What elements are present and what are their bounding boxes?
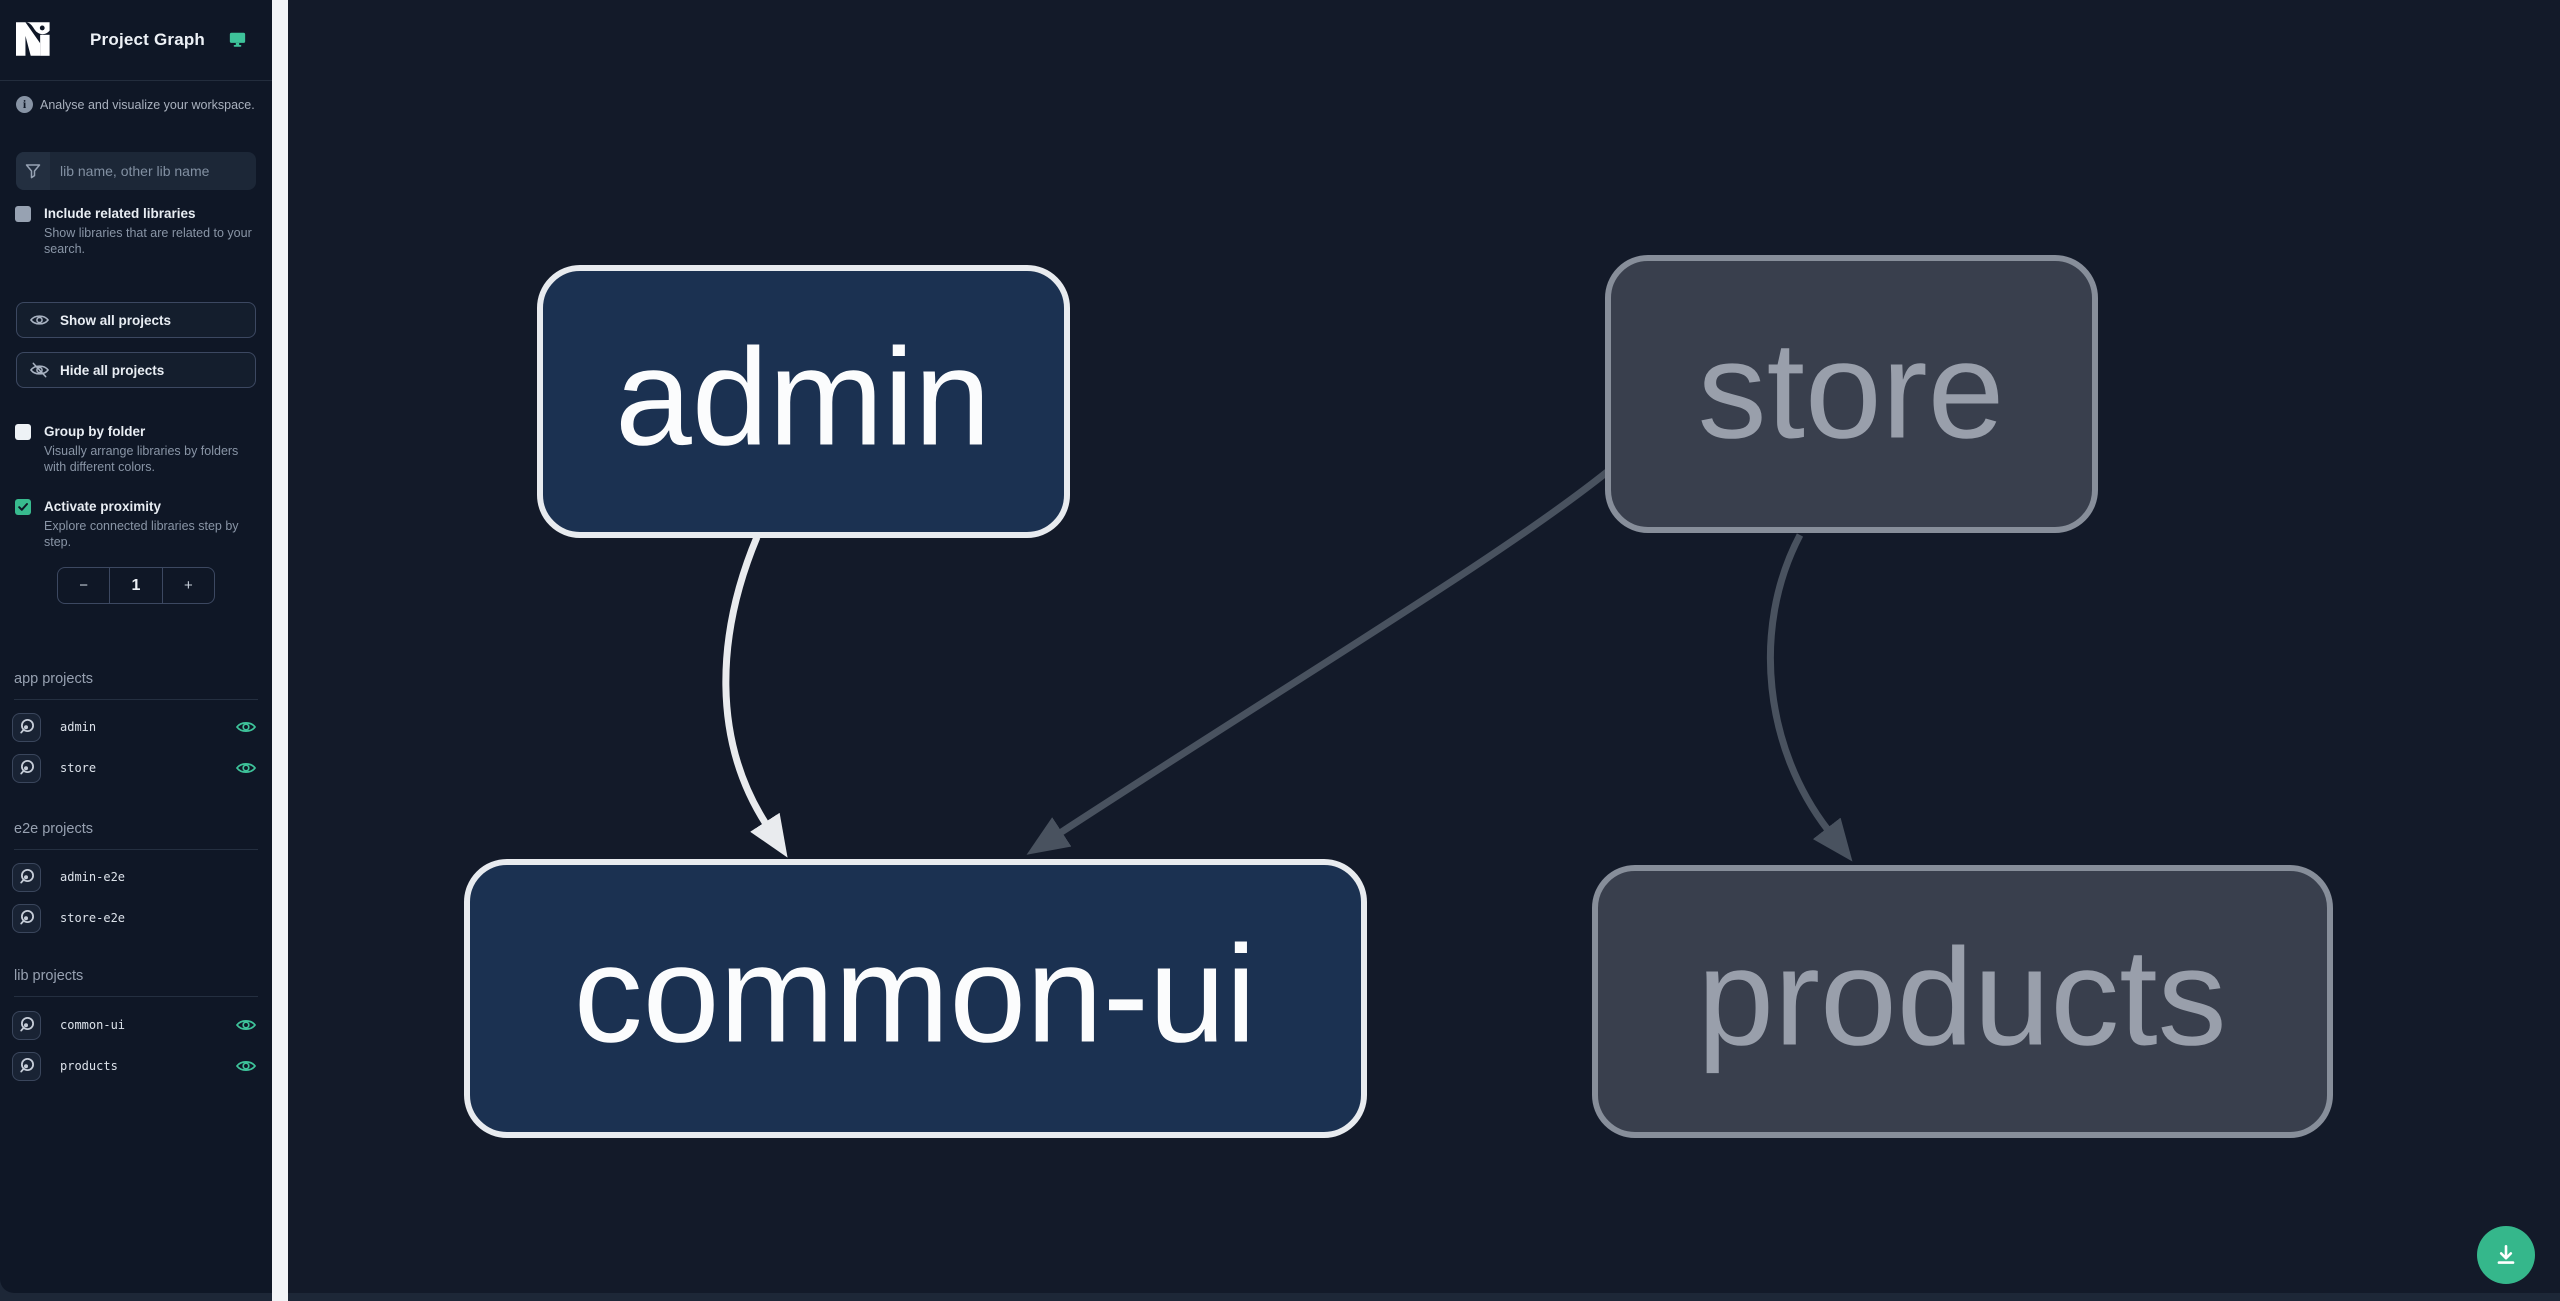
- edge-admin-to-common-ui: [722, 535, 788, 858]
- project-graph-svg: admin store common-ui products: [464, 255, 2333, 1138]
- show-all-projects-label: Show all projects: [60, 312, 172, 328]
- hide-all-projects-label: Hide all projects: [60, 362, 165, 378]
- option-label: Activate proximity: [44, 499, 162, 514]
- project-name: admin: [60, 720, 97, 734]
- node-label: store: [1698, 313, 2005, 467]
- toggle-visibility-button[interactable]: [236, 1059, 256, 1073]
- option-description: Explore connected libraries step by step…: [44, 519, 239, 549]
- page-title: Project Graph: [90, 30, 206, 49]
- toggle-visibility-button[interactable]: [236, 1018, 256, 1032]
- option-description: Show libraries that are related to your …: [44, 226, 252, 256]
- project-name: store-e2e: [60, 911, 126, 925]
- eye-icon: [236, 1020, 256, 1030]
- sidebar-scrollbar[interactable]: [272, 0, 288, 1301]
- proximity-stepper: − 1 +: [57, 567, 215, 604]
- option-label: Include related libraries: [44, 206, 196, 221]
- section-title-e2e-projects: e2e projects: [14, 821, 93, 837]
- focus-project-button[interactable]: [12, 862, 41, 892]
- node-products[interactable]: products: [1592, 865, 2333, 1138]
- funnel-icon: [16, 152, 50, 190]
- stepper-increment-button[interactable]: +: [183, 577, 193, 594]
- checkbox-group-by-folder[interactable]: [15, 424, 31, 440]
- node-label: admin: [615, 320, 991, 474]
- section-title-lib-projects: lib projects: [14, 968, 84, 984]
- node-store[interactable]: store: [1605, 255, 2098, 533]
- focus-project-button[interactable]: [12, 712, 41, 742]
- node-common-ui[interactable]: common-ui: [464, 859, 1367, 1138]
- sidebar: Project Graph i Analyse and visualize yo…: [0, 0, 272, 1293]
- tagline-text: Analyse and visualize your workspace.: [40, 98, 255, 112]
- check-icon: [18, 503, 28, 511]
- eye-icon: [30, 315, 49, 325]
- project-row-admin: admin: [12, 712, 260, 742]
- project-row-common-ui: common-ui: [12, 1010, 260, 1040]
- section-title-app-projects: app projects: [14, 671, 93, 687]
- toggle-visibility-button[interactable]: [236, 720, 256, 734]
- node-admin[interactable]: admin: [537, 265, 1070, 538]
- project-name: products: [60, 1059, 118, 1073]
- option-activate-proximity: Activate proximity Explore connected lib…: [15, 498, 260, 550]
- option-description: Visually arrange libraries by folders wi…: [44, 444, 239, 474]
- nx-logo: [16, 22, 50, 56]
- project-row-store: store: [12, 753, 260, 783]
- project-name: store: [60, 761, 97, 775]
- search-input[interactable]: [50, 152, 256, 190]
- focus-icon: [20, 869, 34, 884]
- focus-project-button[interactable]: [12, 753, 41, 783]
- focus-icon: [20, 1058, 34, 1073]
- focus-project-button[interactable]: [12, 1010, 41, 1040]
- download-graph-button[interactable]: [2477, 1226, 2535, 1284]
- option-group-by-folder: Group by folder Visually arrange librari…: [15, 423, 260, 475]
- hide-all-projects-button[interactable]: Hide all projects: [16, 352, 256, 388]
- focus-icon: [20, 910, 34, 925]
- search-box: [16, 152, 256, 190]
- monitor-icon[interactable]: [229, 31, 246, 48]
- node-label: common-ui: [574, 917, 1257, 1071]
- focus-project-button[interactable]: [12, 1051, 41, 1081]
- section-divider: [14, 996, 258, 997]
- show-all-projects-button[interactable]: Show all projects: [16, 302, 256, 338]
- checkbox-include-related[interactable]: [15, 206, 31, 222]
- option-include-related: Include related libraries Show libraries…: [15, 205, 260, 257]
- eye-icon: [236, 722, 256, 732]
- option-label: Group by folder: [44, 424, 146, 439]
- project-row-products: products: [12, 1051, 260, 1081]
- eye-off-icon: [30, 362, 49, 378]
- stepper-value: 1: [109, 568, 163, 603]
- project-name: admin-e2e: [60, 870, 126, 884]
- eye-icon: [236, 1061, 256, 1071]
- eye-icon: [236, 763, 256, 773]
- toggle-visibility-button[interactable]: [236, 761, 256, 775]
- edge-store-to-common-ui: [1026, 469, 1610, 855]
- sidebar-header: Project Graph: [0, 0, 272, 81]
- edge-store-to-products: [1766, 533, 1853, 862]
- project-name: common-ui: [60, 1018, 126, 1032]
- section-divider: [14, 699, 258, 700]
- stepper-decrement-button[interactable]: −: [79, 577, 89, 594]
- focus-project-button[interactable]: [12, 903, 41, 933]
- focus-icon: [20, 760, 34, 775]
- project-row-admin-e2e: admin-e2e: [12, 862, 260, 892]
- download-icon: [2497, 1245, 2515, 1264]
- focus-icon: [20, 1017, 34, 1032]
- section-divider: [14, 849, 258, 850]
- node-label: products: [1697, 920, 2226, 1074]
- tagline-row: i Analyse and visualize your workspace.: [16, 96, 262, 113]
- checkbox-activate-proximity[interactable]: [15, 499, 31, 515]
- project-row-store-e2e: store-e2e: [12, 903, 260, 933]
- graph-canvas[interactable]: admin store common-ui products: [288, 0, 2560, 1293]
- info-icon: i: [16, 96, 33, 113]
- focus-icon: [20, 719, 34, 734]
